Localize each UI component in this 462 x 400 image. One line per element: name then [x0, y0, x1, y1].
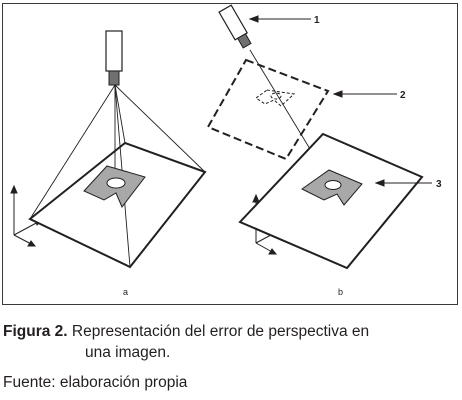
- projected-part-b: [255, 89, 296, 107]
- plate-a: [28, 141, 207, 269]
- caption-text-line1: Representación del error de perspectiva …: [67, 323, 370, 340]
- figure-source: Fuente: elaboración propia: [3, 374, 188, 391]
- camera-icon-a: [105, 30, 123, 86]
- camera-icon-b: [218, 4, 252, 49]
- plate-b: [238, 132, 424, 270]
- panel-b: 1 2 3 b: [206, 4, 442, 297]
- figure-caption: Figura 2. Representación del error de pe…: [3, 321, 459, 363]
- part-b: [301, 169, 363, 206]
- part-a: [83, 165, 146, 208]
- panel-label-a: a: [123, 287, 128, 297]
- callout-label-3: 3: [436, 179, 442, 190]
- callout-label-2: 2: [400, 90, 406, 101]
- callout-arrow-1: [248, 15, 311, 23]
- figure-frame: [2, 3, 458, 305]
- perspective-diagram: a: [10, 4, 442, 297]
- caption-label: Figura 2.: [3, 323, 68, 340]
- callout-arrow-3: [374, 179, 432, 187]
- projected-plane-b: [206, 58, 330, 161]
- callout-label-1: 1: [314, 15, 320, 26]
- panel-label-b: b: [338, 287, 343, 297]
- panel-a: a: [10, 30, 207, 297]
- callout-arrow-2: [332, 90, 397, 98]
- caption-text-line2: una imagen.: [85, 344, 171, 361]
